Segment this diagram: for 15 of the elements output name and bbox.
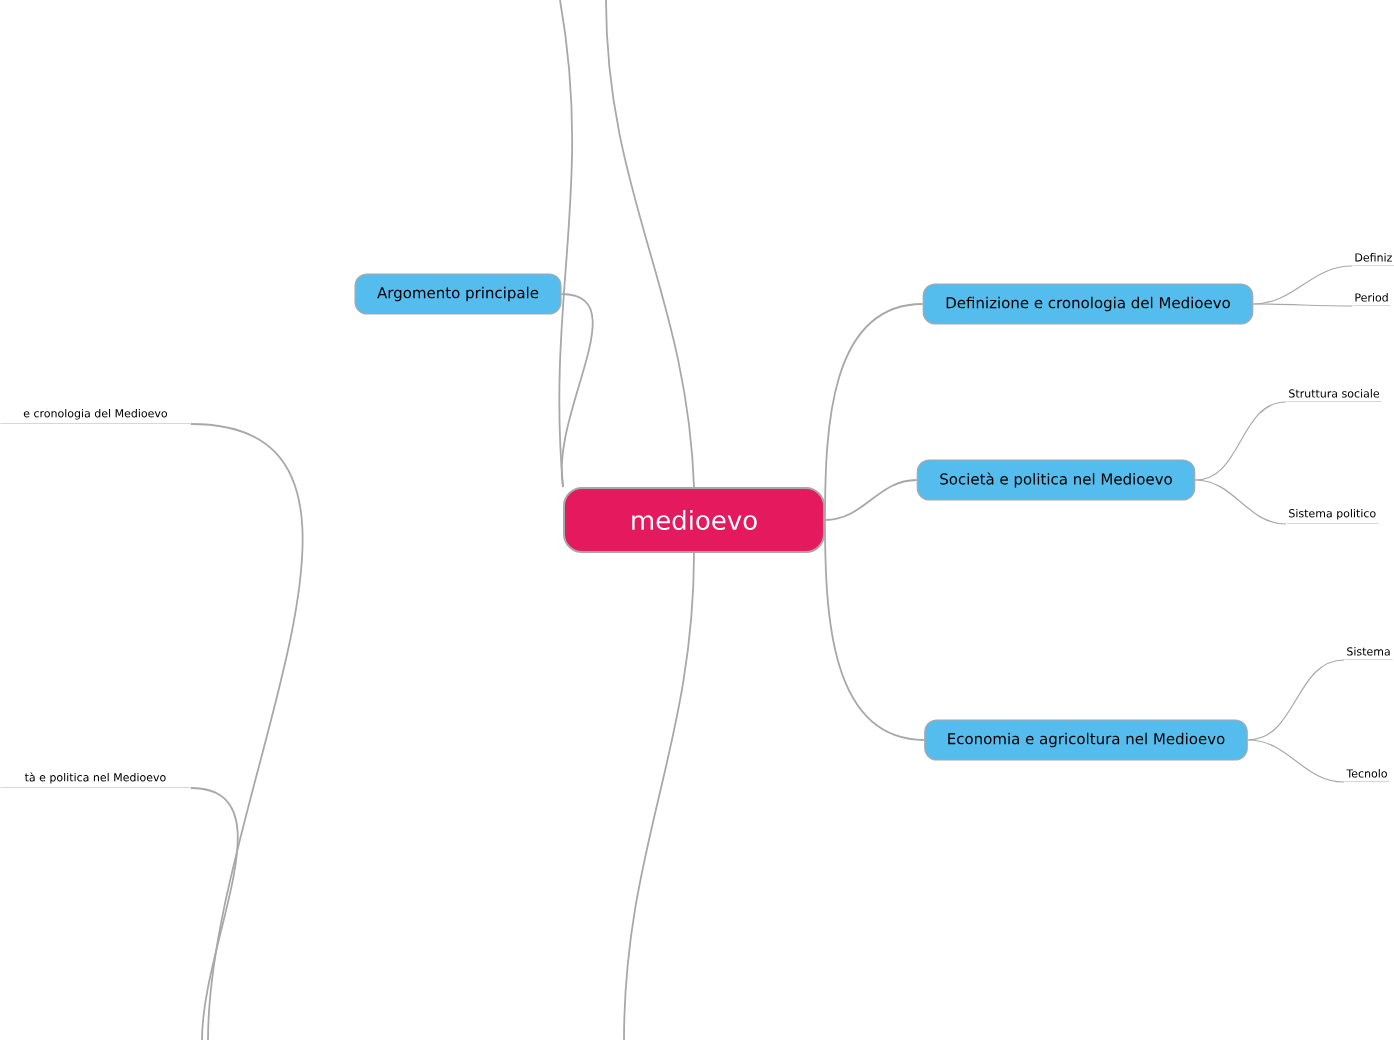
connector-line: [1247, 659, 1345, 741]
connector-line: [1252, 303, 1353, 307]
connector-line: [1194, 479, 1287, 525]
connector-line: [560, 293, 594, 488]
connector-line: [605, 0, 695, 488]
topic-box: medioevo: [563, 487, 825, 553]
connector-line: [824, 479, 918, 521]
connector-line: [623, 552, 695, 1040]
connector-line: [824, 303, 924, 521]
connector-line: [1247, 739, 1345, 783]
connector-line: [558, 0, 573, 488]
connector-line: [824, 519, 926, 741]
connector-line: [189, 787, 239, 1040]
connector-line: [1194, 401, 1287, 481]
connector-line: [189, 423, 304, 1040]
